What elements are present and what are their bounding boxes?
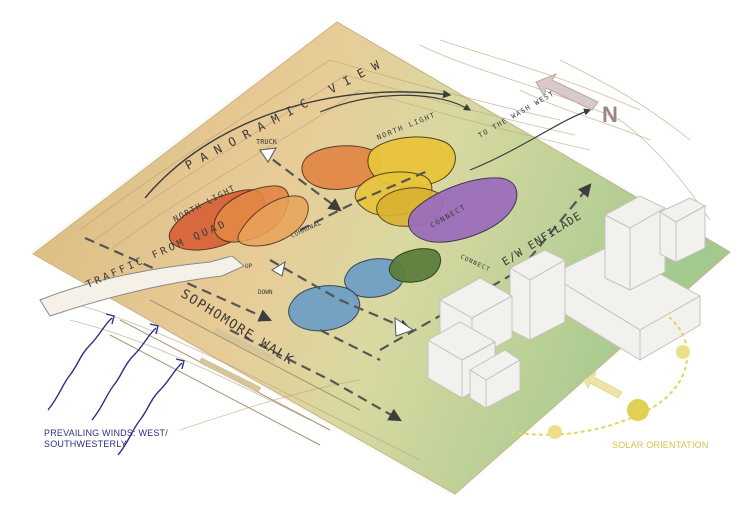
- orange-block-group: [168, 145, 381, 251]
- site-plane-base: [32, 21, 731, 495]
- panoramic-view-arc: [144, 89, 452, 199]
- label-up: UP: [245, 263, 253, 270]
- label-truck: TRUCK: [256, 138, 278, 146]
- green-block: [388, 248, 441, 283]
- sun-position-icon: [676, 345, 690, 359]
- existing-buildings: [426, 195, 707, 409]
- solar-orientation-caption: SOLAR ORIENTATION: [612, 440, 709, 450]
- wind-arrow-icon: [47, 317, 113, 411]
- sun-icon: [627, 399, 649, 421]
- solar-direction-arrow-icon: [583, 370, 623, 399]
- sun-position-icon: [548, 425, 562, 439]
- walkway-stripes: [109, 299, 361, 446]
- wind-arrow-icon: [91, 327, 157, 421]
- north-arrow-icon: [535, 72, 599, 111]
- prevailing-winds: [47, 313, 185, 456]
- white-arrows: [259, 147, 415, 337]
- blue-block-lower: [288, 285, 361, 332]
- solar-orientation: [510, 316, 690, 439]
- contour-lines: [59, 39, 711, 461]
- orange-block-light: [237, 195, 309, 247]
- prevailing-winds-caption: PREVAILING WINDS: WEST/ SOUTHWESTERLY: [44, 428, 168, 449]
- wind-arrow-icon: [117, 362, 183, 456]
- label-down: DOWN: [258, 289, 273, 296]
- purple-block: [407, 177, 518, 243]
- north-arrow: N: [535, 72, 618, 127]
- panoramic-arc-right: [319, 94, 472, 113]
- circulation-arrows: [84, 149, 592, 422]
- traffic-from-quad-band: [39, 255, 245, 317]
- north-label: N: [602, 102, 618, 127]
- wash-west-arrow: [469, 108, 592, 171]
